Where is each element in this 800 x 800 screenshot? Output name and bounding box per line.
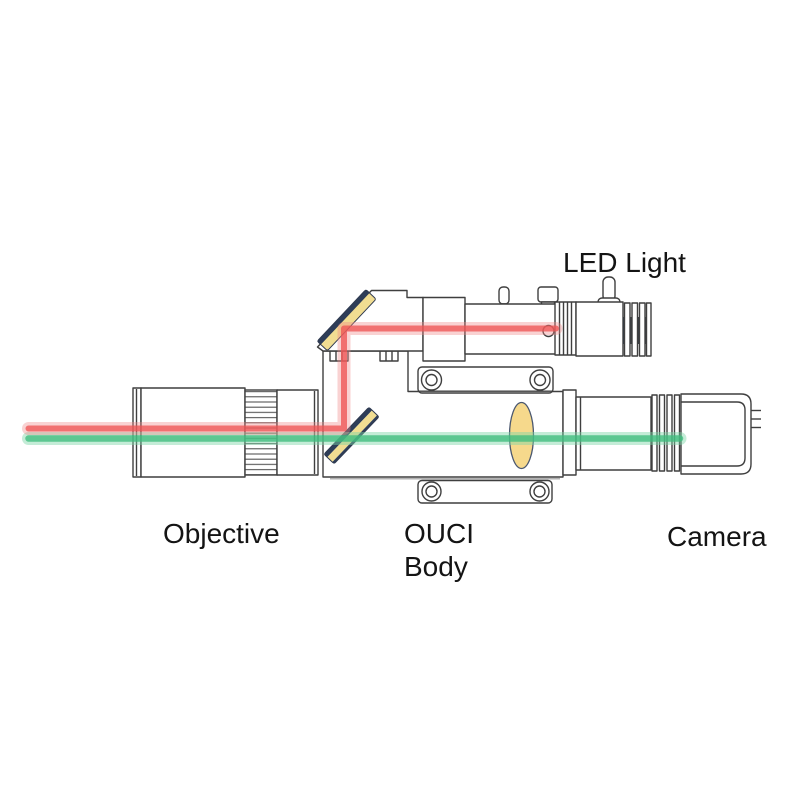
connector-pins (751, 409, 761, 429)
fin (623, 302, 631, 357)
ouci-body-label-line2: Body (404, 551, 468, 582)
illumination-arm (316, 276, 652, 362)
ouci-body-label-line1: OUCI (404, 518, 474, 549)
diagram-labels: LED Light Objective OUCI Body Camera (163, 247, 767, 582)
camera-label: Camera (667, 521, 767, 552)
camera-body (680, 393, 752, 475)
fold-mirror (317, 289, 377, 351)
objective-collar (276, 389, 319, 476)
fin-end-cap (645, 302, 652, 357)
objective-barrel (140, 387, 246, 478)
clamp-screw-right (379, 350, 399, 362)
plate-screw-inner (533, 373, 547, 387)
ouci-body-assembly (322, 350, 652, 504)
led-light-label: LED Light (563, 247, 686, 278)
camera-rings (651, 394, 681, 472)
beam-paths (22, 322, 687, 445)
heat-sink-fins (623, 302, 652, 357)
objective-label: Objective (163, 518, 280, 549)
fin (638, 302, 646, 357)
camera-body-inner-line (681, 401, 746, 467)
plate-screw-inner (425, 373, 438, 387)
objective-assembly (132, 387, 319, 478)
coupler-rings (554, 301, 577, 356)
led-module (575, 276, 652, 357)
red-illumination-beam (25, 325, 559, 432)
plate-screw-inner (425, 485, 438, 498)
fin (631, 302, 639, 357)
objective-knurled-ring (244, 389, 278, 476)
camera-tube (575, 396, 652, 471)
top-mounting-plate (417, 366, 554, 394)
camera-assembly (651, 393, 761, 475)
led-body (575, 301, 624, 357)
bottom-mounting-plate (417, 479, 553, 504)
plate-screw-inner (533, 485, 546, 498)
